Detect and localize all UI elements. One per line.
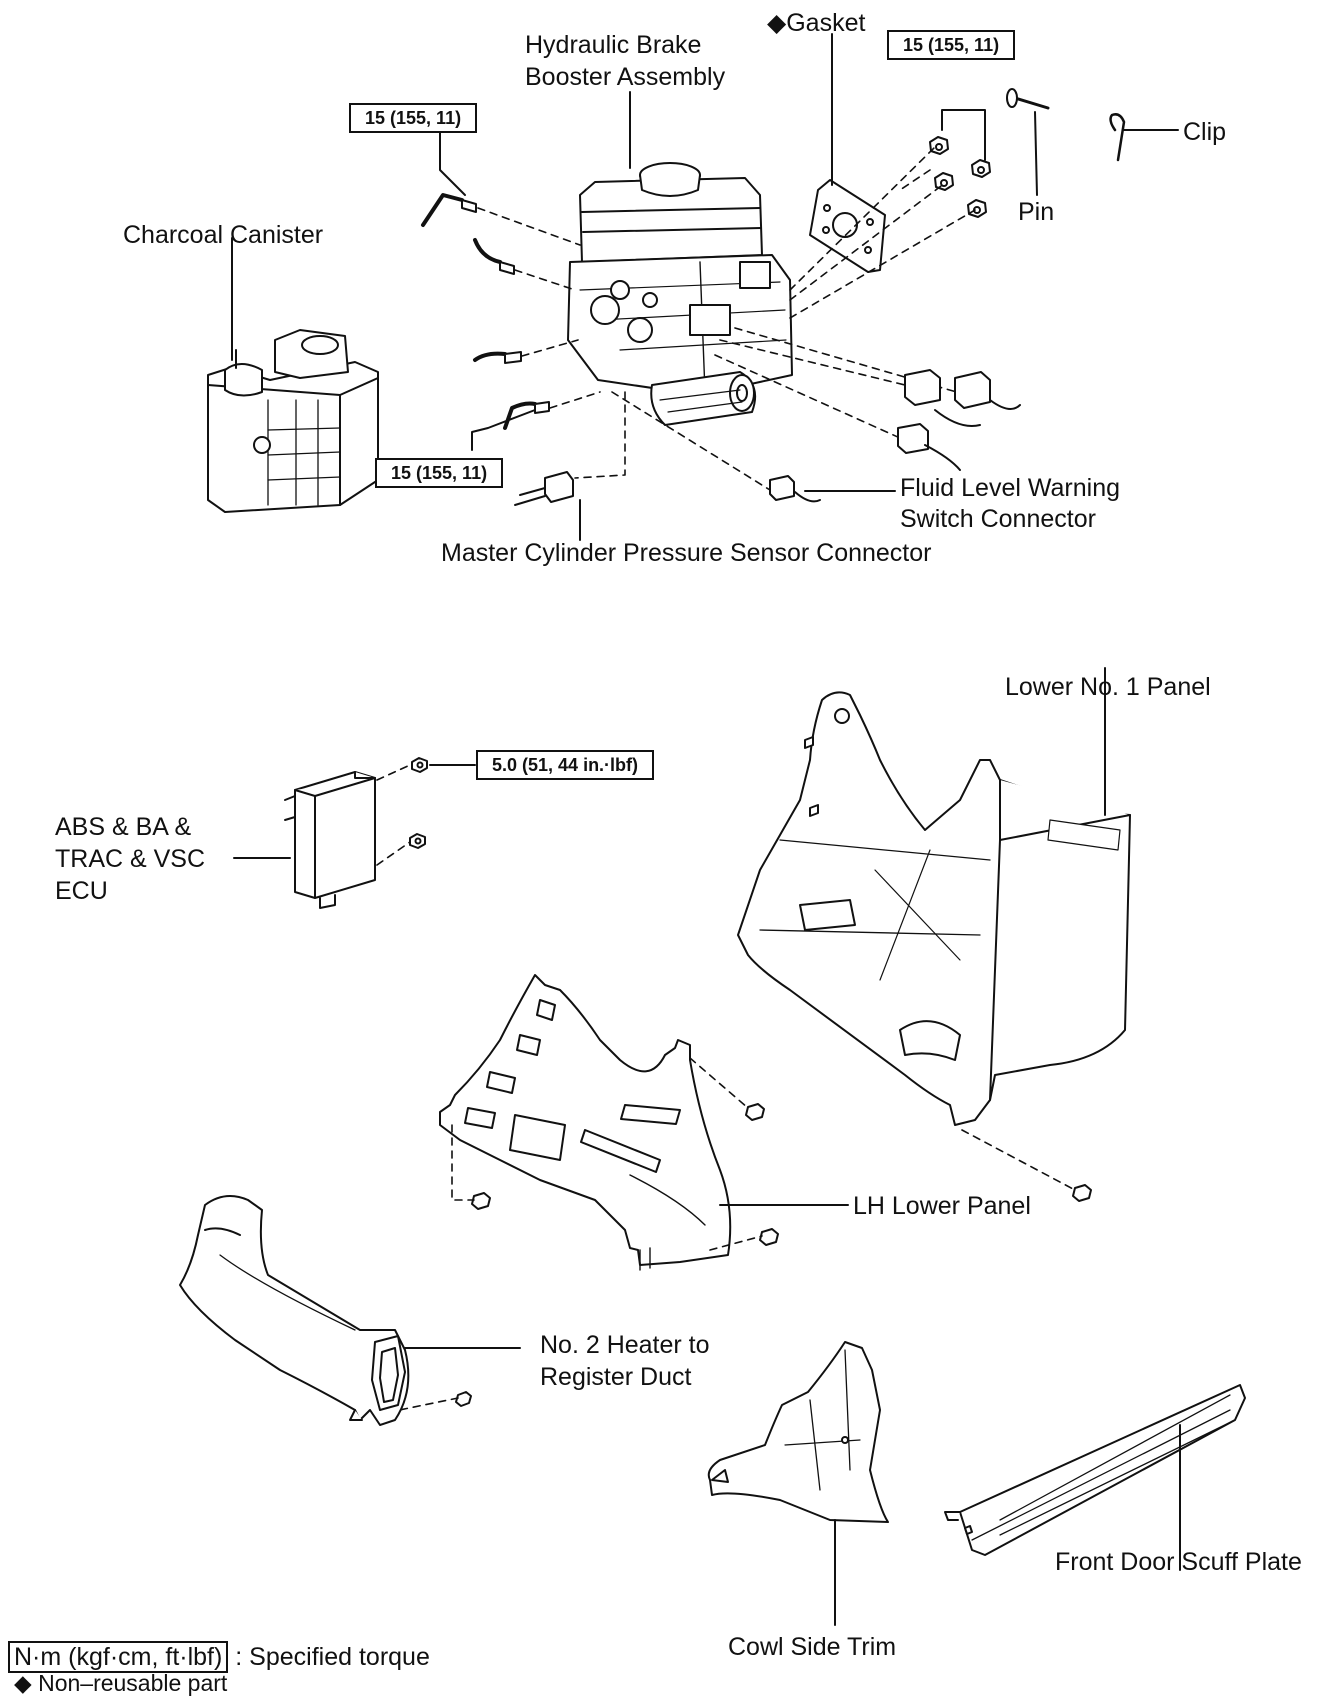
label-ecu-line2: TRAC & VSC	[55, 845, 206, 873]
label-lh-lower-panel: LH Lower Panel	[853, 1192, 1031, 1220]
label-fluid-level-line2: Switch Connector	[900, 505, 1096, 533]
label-lower-no1-panel: Lower No. 1 Panel	[1005, 673, 1211, 701]
label-charcoal-canister: Charcoal Canister	[123, 221, 324, 249]
legend-torque-unit: N·m (kgf·cm, ft·lbf)	[8, 1641, 229, 1673]
alignment-dashes	[477, 146, 976, 491]
label-front-door-scuff-plate: Front Door Scuff Plate	[1055, 1548, 1302, 1576]
label-pin: Pin	[1018, 198, 1055, 226]
harness-connectors	[514, 369, 1021, 506]
abs-ecu-drawing	[284, 771, 376, 909]
label-gasket: ◆Gasket	[767, 9, 866, 37]
torque-spec-upper-brake-line: 15 (155, 11)	[349, 103, 478, 133]
hydraulic-brake-booster-drawing	[567, 162, 793, 426]
ecu-nuts	[409, 757, 428, 849]
label-fluid-level-line1: Fluid Level Warning	[900, 474, 1121, 502]
charcoal-canister-drawing	[207, 329, 379, 513]
scuff-plate-drawing	[944, 1384, 1246, 1556]
torque-spec-ecu-nut: 5.0 (51, 44 in.·lbf)	[476, 750, 655, 780]
gasket-nuts-drawing	[929, 136, 991, 218]
torque-spec-lower-brake-lines: 15 (155, 11)	[375, 458, 504, 488]
label-master-cylinder-sensor: Master Cylinder Pressure Sensor Connecto…	[441, 539, 932, 567]
legend-torque: N·m (kgf·cm, ft·lbf) : Specified torque	[8, 1641, 430, 1673]
label-clip: Clip	[1183, 118, 1227, 146]
legend-torque-desc: : Specified torque	[235, 1643, 430, 1671]
lh-panel-screws	[455, 1103, 1092, 1407]
label-cowl-side-trim: Cowl Side Trim	[728, 1633, 897, 1661]
torque-spec-gasket-nuts: 15 (155, 11)	[887, 30, 1016, 60]
label-ecu-line3: ECU	[55, 877, 108, 905]
legend-nonreusable: ◆ Non–reusable part	[14, 1670, 228, 1696]
brake-line-fittings	[421, 193, 550, 430]
label-heater-duct-line2: Register Duct	[540, 1363, 692, 1391]
cowl-side-trim-drawing	[707, 1341, 889, 1523]
lh-lower-panel-drawing	[439, 974, 732, 1271]
label-hydraulic-brake-booster-line2: Booster Assembly	[525, 63, 726, 91]
lower-no1-panel-drawing	[737, 691, 1131, 1126]
label-heater-duct-line1: No. 2 Heater to	[540, 1331, 710, 1359]
label-hydraulic-brake-booster-line1: Hydraulic Brake	[525, 31, 702, 59]
pin-drawing	[1006, 88, 1050, 196]
label-ecu-line1: ABS & BA &	[55, 813, 192, 841]
clip-drawing	[1109, 113, 1179, 162]
